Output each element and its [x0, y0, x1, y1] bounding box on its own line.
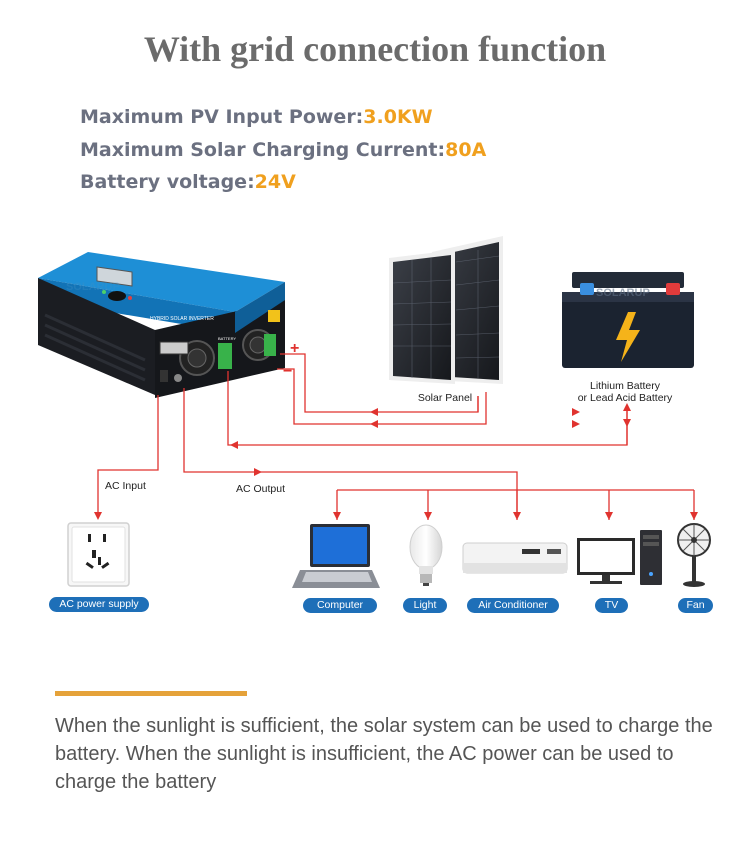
spec-battery-voltage: Battery voltage:24V — [80, 171, 296, 193]
inverter-brand-watermark: SOLARUP — [66, 281, 120, 293]
device-label-computer: Computer — [303, 598, 377, 613]
spec-label: Maximum Solar Charging Current: — [80, 139, 446, 161]
device-label-fan: Fan — [678, 598, 713, 613]
fan-icon — [677, 523, 711, 587]
spec-solar-charging-current: Maximum Solar Charging Current:80A — [80, 139, 486, 161]
spec-pv-input-power: Maximum PV Input Power:3.0KW — [80, 106, 433, 128]
device-label-air-conditioner: Air Conditioner — [467, 598, 559, 613]
device-label-tv: TV — [595, 598, 628, 613]
spec-label: Battery voltage: — [80, 171, 255, 193]
ac-output-label: AC Output — [236, 483, 286, 495]
spec-label: Maximum PV Input Power: — [80, 106, 364, 128]
plus-sign: + — [290, 340, 299, 357]
laptop-icon — [292, 524, 380, 588]
description-text: When the sunlight is sufficient, the sol… — [55, 715, 713, 793]
tv-icon — [577, 530, 662, 585]
solar-panel-label: Solar Panel — [418, 392, 472, 404]
battery-icon — [562, 272, 694, 368]
battery-label-line2: or Lead Acid Battery — [578, 392, 673, 404]
air-conditioner-icon — [462, 542, 568, 574]
spec-value: 24V — [254, 171, 296, 193]
device-label-ac-power-supply: AC power supply — [49, 597, 149, 612]
inverter-label: HYBRID SOLAR INVERTER — [150, 316, 214, 322]
wiring-arrows — [94, 403, 698, 520]
battery-label-line1: Lithium Battery — [590, 380, 661, 392]
spec-value: 80A — [445, 139, 487, 161]
page-title: With grid connection function — [143, 29, 607, 69]
solar-panel-icon — [389, 236, 503, 384]
minus-sign: − — [283, 363, 292, 380]
accent-divider — [55, 691, 247, 696]
battery-brand-watermark: SOLARUP — [596, 287, 650, 299]
wiring-lines — [97, 353, 695, 520]
inverter-port-label: BATTERY — [218, 336, 236, 341]
light-bulb-icon — [409, 524, 443, 586]
spec-value: 3.0KW — [363, 106, 433, 128]
inverter-icon — [38, 252, 285, 398]
device-label-light: Light — [403, 598, 447, 613]
ac-input-label: AC Input — [105, 480, 146, 492]
ac-socket-icon — [67, 522, 130, 587]
